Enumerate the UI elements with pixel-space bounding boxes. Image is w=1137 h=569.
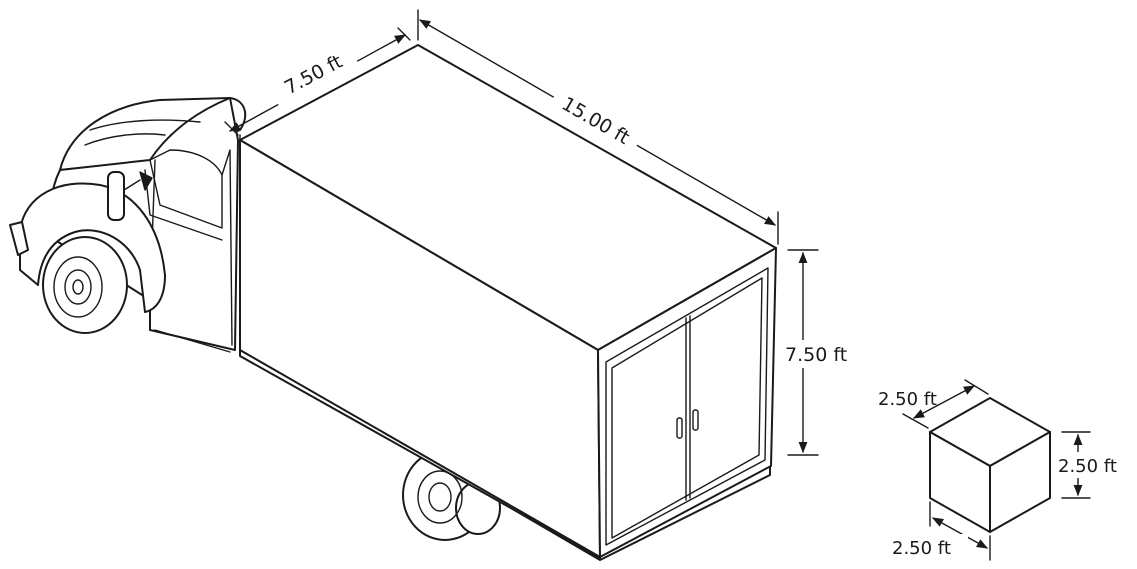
box-height-label: 2.50 ft	[1058, 456, 1117, 477]
small-cube	[929, 397, 1051, 533]
truck-height-label: 7.50 ft	[785, 344, 847, 366]
box-height-dimension: 2.50 ft	[1056, 431, 1134, 499]
truck-height-dimension: 7.50 ft	[785, 249, 857, 456]
box-width-label: 2.50 ft	[892, 538, 951, 559]
truck-cab	[9, 97, 247, 353]
cargo-box	[239, 44, 777, 561]
box-depth-label: 2.50 ft	[878, 389, 937, 410]
box-width-dimension: 2.50 ft	[890, 501, 991, 561]
box-depth-dimension: 2.50 ft	[878, 379, 989, 429]
